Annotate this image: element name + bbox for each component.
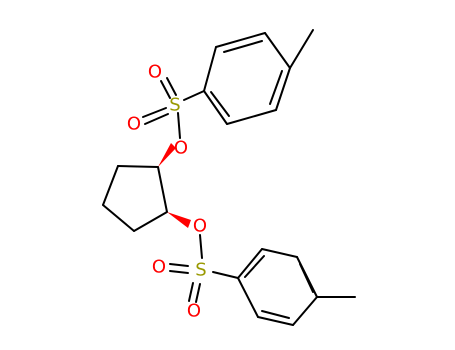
upper-ring-bond [275, 67, 291, 111]
upper-ring-bond [215, 32, 266, 48]
upper-ring-sulfur-bond [183, 90, 205, 101]
upper-stereo-wedge [158, 143, 176, 167]
upper-s-o-double-bond [142, 107, 167, 118]
upper-ring-bond [226, 109, 277, 125]
lower-ring-double-bond [299, 263, 314, 293]
upper-sulfonyl-oxygen-label: O [127, 114, 141, 135]
cyclopentane-bond [133, 211, 168, 232]
lower-ring-bond [237, 277, 259, 318]
upper-sulfonyl-oxygen-label: O [148, 62, 162, 83]
cyclopentane-bond [102, 165, 119, 206]
upper-benzene-ring [203, 32, 291, 125]
lower-ring-double-bond [244, 255, 265, 278]
lower-sulfonyl-oxygen-label: O [187, 301, 201, 322]
lower-ring-bond [237, 248, 263, 279]
upper-ring-double-bond [210, 91, 230, 117]
lower-benzene-ring [237, 248, 318, 326]
atom-labels: O S O O O S O O [127, 62, 207, 322]
upper-tosyl-group [142, 29, 314, 139]
lower-s-o-double-bond [169, 270, 189, 274]
upper-ring-bond [264, 32, 291, 69]
lower-ring-bond [261, 248, 298, 258]
upper-s-o-double-bond [166, 77, 177, 96]
cyclopentane-bond [102, 204, 135, 232]
lower-tosyl-group [169, 234, 356, 326]
upper-sulfur-label: S [169, 95, 180, 116]
lower-stereo-wedge [167, 212, 191, 228]
lower-ring-bond [257, 316, 294, 326]
lower-o-s-single-bond [199, 234, 203, 259]
lower-ring-bond [292, 296, 318, 326]
cyclopentane-bond [157, 166, 168, 213]
lower-s-o-double-bond [195, 283, 201, 303]
lower-ester-oxygen-label: O [193, 216, 207, 237]
cyclopentane-bond [117, 165, 159, 168]
lower-s-o-double-bond [188, 282, 194, 302]
lower-sulfonyl-oxygen-label: O [152, 257, 166, 278]
lower-sulfur-ring-bond [212, 271, 239, 279]
upper-s-o-single-bond [177, 112, 181, 139]
upper-ring-bond [203, 46, 217, 92]
upper-s-o-double-bond [160, 80, 171, 99]
upper-ester-oxygen-label: O [174, 138, 188, 159]
lower-s-o-double-bond [169, 263, 189, 267]
lower-sulfur-label: S [195, 260, 206, 281]
upper-ring-double-bond [223, 40, 263, 53]
lower-ring-double-bond [261, 310, 290, 319]
upper-ring-bond [203, 90, 228, 125]
upper-s-o-double-bond [144, 113, 169, 125]
upper-ring-double-bond [269, 70, 283, 105]
cyclopentane-ring [102, 165, 168, 232]
upper-methyl-bond [289, 29, 314, 69]
